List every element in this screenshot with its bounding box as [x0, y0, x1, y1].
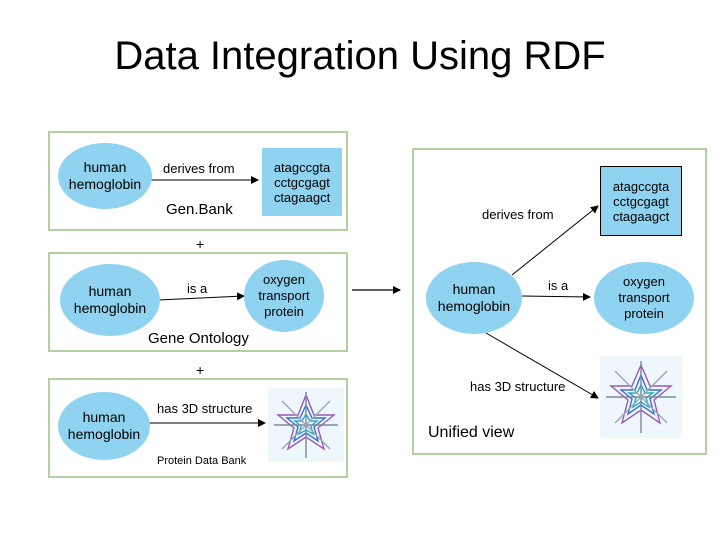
plus-sign-2: + — [196, 362, 205, 378]
unified-subject-node: human hemoglobin — [426, 262, 522, 334]
protein-structure-icon-unified — [606, 361, 676, 433]
unified-structure-image — [600, 356, 682, 438]
unified-derives-arrow — [511, 205, 599, 276]
genbank-source-label: Gen.Bank — [166, 201, 233, 218]
unified-sequence-node: atagccgta cctgcgagt ctagaagct — [600, 166, 682, 236]
unified-go-term-node: oxygen transport protein — [594, 262, 694, 334]
page-title: Data Integration Using RDF — [114, 34, 606, 78]
plus-sign-1: + — [196, 236, 205, 252]
pdb-structure-image — [268, 388, 344, 462]
go-subject-node: human hemoglobin — [60, 264, 160, 336]
unified-structure-label: has 3D structure — [470, 379, 566, 394]
unified-isa-arrow — [521, 292, 591, 301]
go-arrow — [157, 292, 245, 301]
go-term-label: oxygen transport protein — [258, 272, 310, 319]
unified-derives-label: derives from — [482, 207, 554, 222]
pdb-source-label: Protein Data Bank — [157, 455, 247, 467]
pdb-predicate-label: has 3D structure — [157, 401, 253, 416]
go-source-label: Gene Ontology — [148, 330, 249, 347]
go-subject-label: human hemoglobin — [73, 283, 147, 316]
gene-ontology-box — [48, 252, 348, 352]
pdb-subject-node: human hemoglobin — [58, 392, 150, 460]
unified-subject-label: human hemoglobin — [437, 281, 511, 314]
go-predicate-label: is a — [187, 281, 208, 296]
genbank-subject-node: human hemoglobin — [58, 143, 152, 209]
go-term-node: oxygen transport protein — [244, 260, 324, 332]
genbank-sequence-label: atagccgta cctgcgagt ctagaagct — [273, 159, 331, 205]
genbank-predicate-label: derives from — [163, 161, 235, 176]
unified-isa-label: is a — [548, 278, 569, 293]
genbank-sequence-node: atagccgta cctgcgagt ctagaagct — [262, 148, 342, 216]
pdb-box — [48, 378, 348, 478]
unified-sequence-label: atagccgta cctgcgagt ctagaagct — [612, 178, 670, 224]
protein-structure-icon — [274, 392, 338, 458]
unified-view-box — [412, 148, 707, 455]
unified-structure-arrow — [485, 332, 599, 399]
genbank-subject-label: human hemoglobin — [68, 159, 142, 192]
unified-view-caption: Unified view — [428, 424, 515, 441]
genbank-box — [48, 131, 348, 231]
unified-go-term-label: oxygen transport protein — [618, 274, 670, 321]
pdb-subject-label: human hemoglobin — [67, 409, 141, 442]
